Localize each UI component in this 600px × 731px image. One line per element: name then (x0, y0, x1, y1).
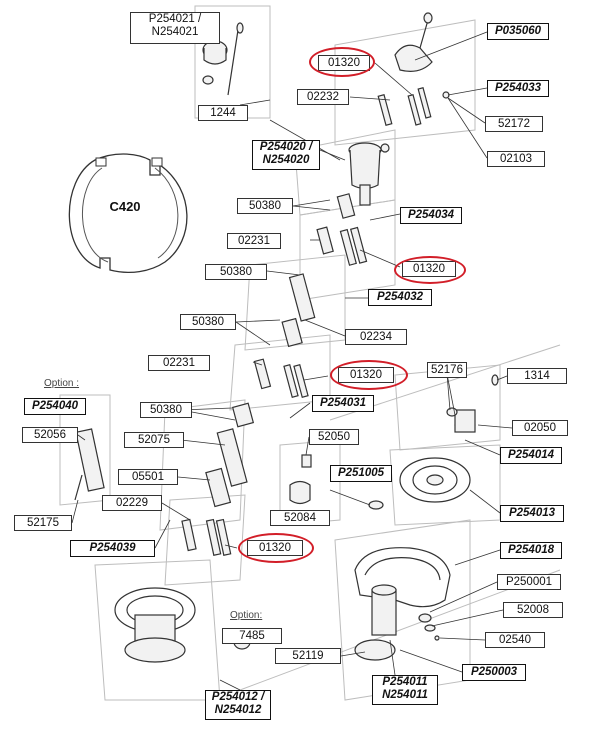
label-p254021: P254021 / N254021 (130, 12, 220, 44)
label-1244: 1244 (198, 105, 248, 121)
label-02050: 02050 (512, 420, 568, 436)
label-52056: 52056 (22, 427, 78, 443)
highlight-circle-01320-b (394, 256, 466, 284)
label-p254020: P254020 / N254020 (252, 140, 320, 170)
label-52175: 52175 (14, 515, 72, 531)
label-52119: 52119 (275, 648, 341, 664)
label-p250001: P250001 (497, 574, 561, 590)
label-02232: 02232 (297, 89, 349, 105)
label-1314: 1314 (507, 368, 567, 384)
label-02231-a: 02231 (227, 233, 281, 249)
label-52050: 52050 (309, 429, 359, 445)
label-50380-b: 50380 (205, 264, 267, 280)
label-52172: 52172 (485, 116, 543, 132)
highlight-circle-01320-d (238, 533, 314, 563)
label-02231-b: 02231 (148, 355, 210, 371)
label-p254014: P254014 (500, 447, 562, 464)
label-p035060: P035060 (487, 23, 549, 40)
label-02540: 02540 (485, 632, 545, 648)
label-p254032: P254032 (368, 289, 432, 306)
label-52008: 52008 (503, 602, 563, 618)
highlight-circle-01320-c (330, 360, 408, 390)
label-52075: 52075 (124, 432, 184, 448)
label-p254013: P254013 (500, 505, 564, 522)
label-p251005: P251005 (330, 465, 392, 482)
label-p254033: P254033 (487, 80, 549, 97)
option-label-a: Option : (44, 378, 80, 389)
label-p254034: P254034 (400, 207, 462, 224)
label-p254031: P254031 (312, 395, 374, 412)
label-50380-d: 50380 (140, 402, 192, 418)
c420-housing (68, 153, 188, 273)
label-52084: 52084 (270, 510, 330, 526)
label-52176: 52176 (427, 362, 467, 378)
label-02229: 02229 (102, 495, 162, 511)
label-p254011: P254011 N254011 (372, 675, 438, 705)
label-p254039: P254039 (70, 540, 155, 557)
label-02234: 02234 (345, 329, 407, 345)
leader-lines (71, 31, 513, 691)
label-7485: 7485 (222, 628, 282, 644)
exploded-parts (74, 12, 499, 663)
option-label-b: Option: (230, 610, 263, 621)
label-p254012: P254012 / N254012 (205, 690, 271, 720)
label-50380-c: 50380 (180, 314, 236, 330)
highlight-circle-01320-a (309, 47, 375, 77)
label-05501: 05501 (118, 469, 178, 485)
label-c420: C420 (109, 199, 141, 214)
label-50380-a: 50380 (237, 198, 293, 214)
label-p254018: P254018 (500, 542, 562, 559)
label-p254040: P254040 (24, 398, 86, 415)
label-p250003: P250003 (462, 664, 526, 681)
label-02103: 02103 (487, 151, 545, 167)
